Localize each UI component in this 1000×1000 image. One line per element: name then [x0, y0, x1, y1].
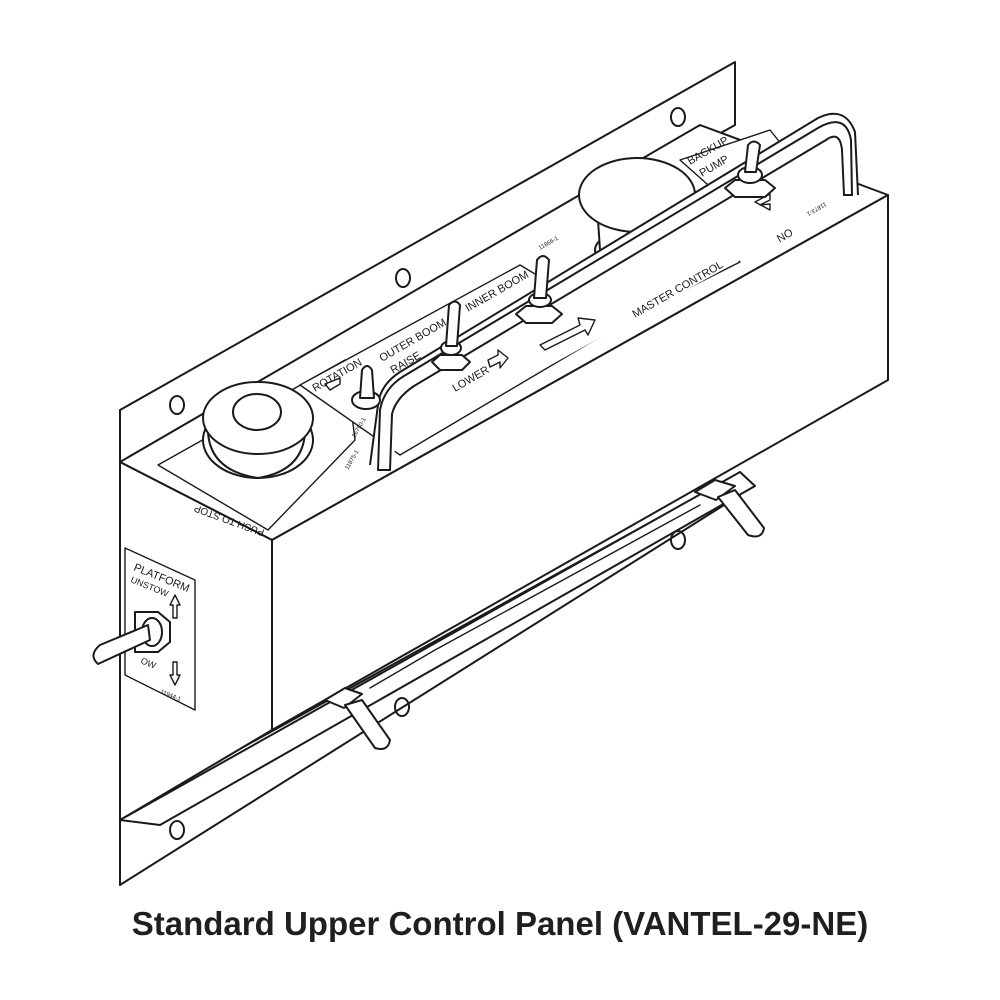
latch-right[interactable]	[694, 479, 765, 538]
outer-boom-toggle[interactable]	[431, 300, 471, 371]
control-panel-drawing: ROTATION OUTER BOOM RAISE INNER BOOM LOW…	[92, 61, 889, 886]
rotation-toggle[interactable]	[351, 365, 381, 410]
inner-boom-toggle[interactable]	[515, 255, 563, 324]
latch-left[interactable]	[324, 687, 391, 750]
arrow-icon	[169, 193, 771, 686]
figure-caption: Standard Upper Control Panel (VANTEL-29-…	[131, 905, 869, 942]
emergency-stop-button[interactable]	[202, 381, 314, 479]
angle-brace	[119, 471, 756, 826]
platform-stow-toggle[interactable]	[92, 611, 171, 665]
backup-pump-toggle[interactable]	[724, 140, 776, 198]
